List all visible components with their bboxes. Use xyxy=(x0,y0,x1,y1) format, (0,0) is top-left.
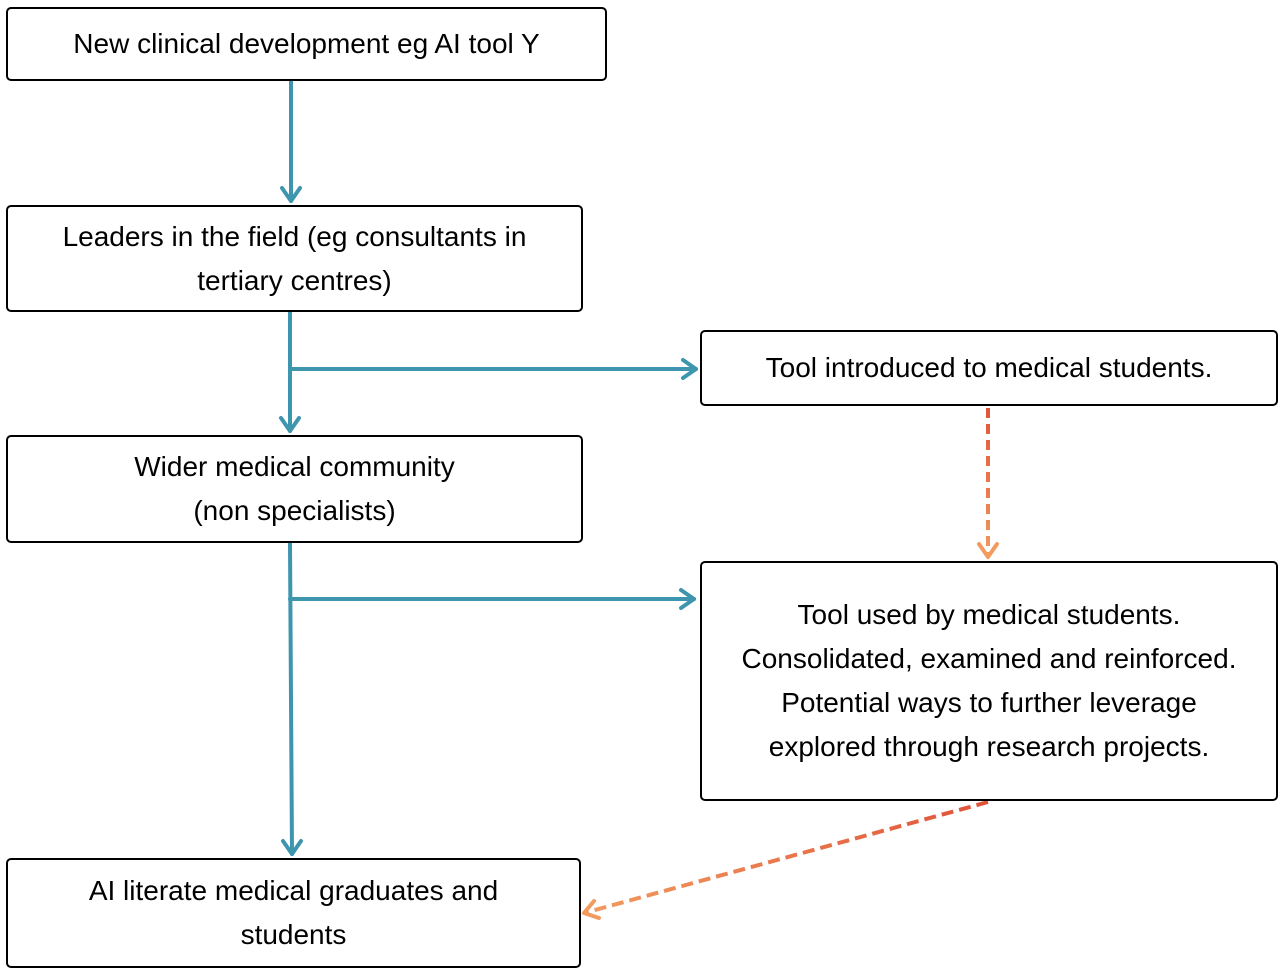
node-text-line: Tool introduced to medical students. xyxy=(765,352,1213,383)
node-ai-literate-graduates: AI literate medical graduates and studen… xyxy=(6,858,581,968)
arrowhead-tool-used-top xyxy=(977,542,999,559)
arrowhead-ai-literate-top xyxy=(281,839,303,856)
arrowhead-ai-literate-right xyxy=(582,899,601,920)
node-text-line: New clinical development eg AI tool Y xyxy=(73,28,540,59)
node-tool-introduced-label: Tool introduced to medical students. xyxy=(766,346,1213,390)
node-tool-used-by-students-label: Tool used by medical students. Consolida… xyxy=(742,593,1237,769)
edge-tool-used-to-ai-literate xyxy=(583,800,989,915)
node-text-line: Tool used by medical students. xyxy=(797,599,1181,630)
arrowhead-wider-community-top xyxy=(279,416,301,433)
node-leaders-in-the-field: Leaders in the field (eg consultants in … xyxy=(6,205,583,312)
arrowhead-tool-introduced-left xyxy=(681,358,698,380)
node-text-line: Potential ways to further leverage xyxy=(781,687,1197,718)
edge-wider-community-to-ai-literate xyxy=(288,542,294,856)
node-new-clinical-development-label: New clinical development eg AI tool Y xyxy=(73,22,539,66)
node-wider-medical-community: Wider medical community (non specialists… xyxy=(6,435,583,543)
node-ai-literate-graduates-label: AI literate medical graduates and studen… xyxy=(89,869,498,957)
node-wider-medical-community-label: Wider medical community (non specialists… xyxy=(134,445,455,533)
node-text-line: tertiary centres) xyxy=(197,264,392,296)
node-tool-used-by-students: Tool used by medical students. Consolida… xyxy=(700,561,1278,801)
node-text-line: Leaders in the field (eg consultants in xyxy=(62,220,527,252)
node-text-line: explored through research projects. xyxy=(768,731,1210,762)
node-text-line: AI literate medical graduates and xyxy=(88,875,499,906)
node-text-line: Consolidated, examined and reinforced. xyxy=(741,643,1237,674)
node-text-line: students xyxy=(240,919,347,950)
node-text-line: Wider medical community xyxy=(134,451,455,482)
node-text-line: (non specialists) xyxy=(193,495,396,526)
node-leaders-in-the-field-label: Leaders in the field (eg consultants in … xyxy=(63,215,527,303)
node-new-clinical-development: New clinical development eg AI tool Y xyxy=(6,7,607,81)
node-tool-introduced: Tool introduced to medical students. xyxy=(700,330,1278,406)
arrowhead-leaders-top xyxy=(280,186,302,203)
arrowhead-tool-used-left xyxy=(679,588,696,610)
